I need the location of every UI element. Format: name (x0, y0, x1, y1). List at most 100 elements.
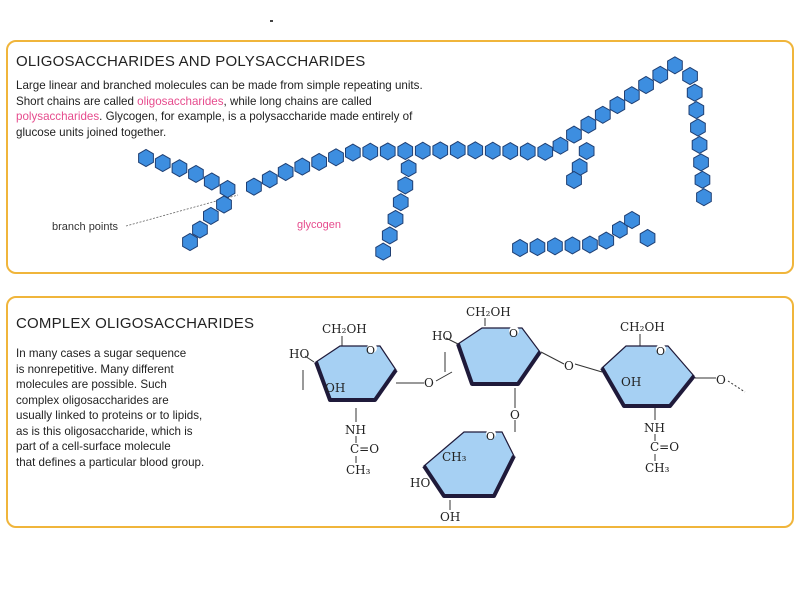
glucose-unit-hexagon (696, 188, 712, 207)
text-line: Large linear and branched molecules can … (16, 79, 423, 92)
glucose-unit-hexagon (392, 193, 409, 212)
sugar-ring-3 (600, 345, 696, 408)
glucose-unit-hexagon (192, 220, 208, 239)
glucose-unit-hexagon (171, 159, 188, 178)
ring4-ho: HO (410, 476, 430, 490)
branch-points-leader (125, 194, 239, 227)
glucose-unit-hexagon (246, 177, 262, 196)
ring3-nh: NH (644, 421, 665, 435)
text-line: glucose units joined together. (16, 125, 167, 139)
text-line: as is this oligosaccharide, which is (16, 424, 193, 438)
glucose-unit-hexagon (552, 136, 569, 155)
glucose-unit-hexagon (381, 226, 398, 245)
glucose-unit-hexagon (529, 238, 546, 257)
ring3-ch3: CH₃ (645, 461, 670, 475)
ring1-oh: OH (325, 381, 345, 395)
glucose-unit-hexagon (624, 210, 640, 230)
section2-description: In many cases a sugar sequence is nonrep… (16, 346, 286, 470)
glucose-unit-hexagon (294, 157, 311, 176)
bond (445, 337, 459, 345)
glucose-unit-hexagon (566, 125, 582, 144)
text-line: part of a cell-surface molecule (16, 440, 171, 453)
ring-oxygen-2 (509, 326, 519, 336)
glucose-unit-hexagon (652, 65, 669, 84)
glucose-unit-hexagon (261, 170, 278, 189)
glycosidic-oxygen-1-2: O (424, 376, 434, 390)
text-line: usually linked to proteins or to lipids, (16, 409, 203, 422)
glucose-unit-hexagon (188, 164, 204, 183)
ring-oxygen-3 (656, 344, 666, 354)
glucose-unit-hexagon (203, 206, 219, 225)
glycosidic-bond (540, 351, 565, 365)
ring-oxygen-1 (367, 343, 377, 353)
ring3-oh: OH (621, 375, 641, 389)
text-line: that defines a particular blood group. (16, 455, 205, 469)
sugar-ring-4 (422, 431, 516, 498)
term-polysaccharides: polysaccharides (16, 110, 100, 123)
glucose-unit-hexagon (311, 152, 327, 171)
ring-oxygen-4 (486, 429, 496, 439)
text-fragment: , while long chains are called (223, 94, 372, 108)
ring2-ring-o: O (509, 327, 518, 340)
stray-mark (270, 20, 273, 22)
glucose-unit-hexagon (379, 142, 396, 161)
sugar-ring-1 (314, 345, 398, 402)
glucose-unit-hexagon (216, 195, 232, 214)
glucose-unit-hexagon (362, 142, 379, 161)
glucose-unit-hexagon (624, 86, 640, 105)
chain-continuation (727, 380, 746, 393)
glucose-unit-hexagon (277, 162, 294, 182)
glucose-unit-hexagon (688, 101, 705, 120)
glucose-unit-hexagon (594, 105, 611, 124)
section2-title: COMPLEX OLIGOSACCHARIDES (16, 315, 255, 332)
section1-title: OLIGOSACCHARIDES AND POLYSACCHARIDES (16, 53, 366, 70)
glucose-unit-hexagon (694, 170, 711, 189)
ring3-carbonyl: C=O (650, 440, 679, 454)
glucose-unit-hexagon (667, 56, 683, 75)
ring2-ho: HO (432, 329, 452, 343)
glucose-unit-hexagon (690, 118, 706, 137)
ring1-carbonyl: C=O (350, 442, 379, 456)
glucose-unit-hexagon (203, 172, 220, 191)
glucose-unit-hexagon (502, 142, 519, 161)
section1-description: Large linear and branched molecules can … (16, 78, 476, 140)
glucose-unit-hexagon (693, 153, 709, 172)
glucose-unit-hexagon (484, 141, 501, 160)
glucose-unit-hexagon (566, 170, 582, 190)
glucose-unit-hexagon (449, 140, 466, 160)
text-fragment: . Glycogen, for example, is a polysaccha… (99, 110, 413, 123)
ring1-ring-o: O (366, 344, 375, 357)
glucose-unit-hexagon (580, 115, 597, 134)
branch-points-label: branch points (52, 221, 119, 233)
glucose-unit-hexagon (639, 228, 656, 248)
ring1-ch2oh: CH₂OH (322, 322, 367, 336)
ring3-ch2oh: CH₂OH (620, 320, 665, 334)
ring2-ch2oh: CH₂OH (466, 305, 511, 319)
glucose-unit-hexagon (686, 83, 703, 102)
glycosidic-oxygen-2-3: O (564, 359, 574, 373)
glucose-unit-hexagon (328, 148, 344, 167)
term-oligosaccharides: oligosaccharides (137, 94, 224, 108)
glucose-unit-hexagon (400, 159, 417, 178)
glucose-unit-hexagon (154, 154, 171, 173)
glucose-unit-hexagon (182, 232, 198, 252)
text-fragment: Short chains are called (16, 94, 138, 108)
ring1-nh: NH (345, 423, 366, 437)
glycosidic-oxygen-2-4: O (510, 408, 520, 422)
glucose-unit-hexagon (432, 141, 449, 160)
glucose-unit-hexagon (512, 238, 528, 258)
ring4-ring-o: O (486, 430, 495, 443)
panel-complex-oligosaccharides (6, 296, 794, 528)
sugar-ring-2 (456, 327, 542, 386)
glucose-unit-hexagon (519, 142, 536, 161)
bond (304, 355, 315, 363)
glucose-unit-hexagon (691, 135, 708, 154)
glucose-unit-hexagon (345, 143, 361, 162)
text-line: In many cases a sugar sequence (16, 347, 187, 360)
glucose-unit-hexagon (682, 66, 698, 86)
glycogen-glucose-units (138, 56, 712, 261)
glucose-unit-hexagon (564, 236, 581, 255)
ring4-ch3: CH₃ (442, 450, 467, 464)
glycogen-label: glycogen (297, 219, 341, 231)
